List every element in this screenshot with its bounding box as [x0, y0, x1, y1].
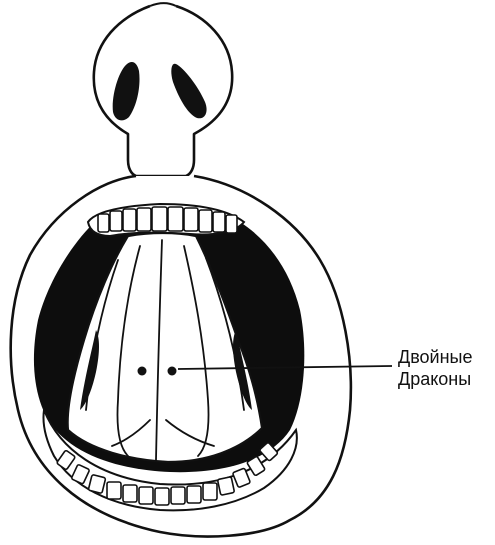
tooth	[171, 487, 185, 504]
point-label-line2: Драконы	[398, 368, 495, 390]
tooth	[199, 210, 212, 232]
nose	[94, 3, 232, 176]
tooth	[110, 211, 122, 231]
tooth	[155, 488, 169, 505]
point-label-line1: Двойные	[398, 346, 495, 368]
tooth	[168, 207, 183, 231]
tooth	[123, 485, 137, 502]
right-nostril	[171, 64, 206, 119]
tooth	[107, 482, 121, 499]
tooth	[213, 212, 225, 232]
tooth	[88, 475, 105, 494]
left-nostril	[113, 62, 140, 120]
nose-tip-line	[150, 3, 176, 6]
tooth	[152, 207, 167, 231]
tooth	[226, 215, 237, 233]
tooth	[123, 209, 136, 231]
tooth	[139, 487, 153, 504]
tooth	[187, 486, 201, 503]
tooth	[217, 477, 234, 496]
tooth	[137, 208, 151, 231]
tooth	[203, 483, 217, 500]
tooth	[98, 214, 109, 232]
acupoint-right	[168, 367, 177, 376]
tooth	[184, 208, 198, 231]
acupoint-left	[138, 367, 147, 376]
